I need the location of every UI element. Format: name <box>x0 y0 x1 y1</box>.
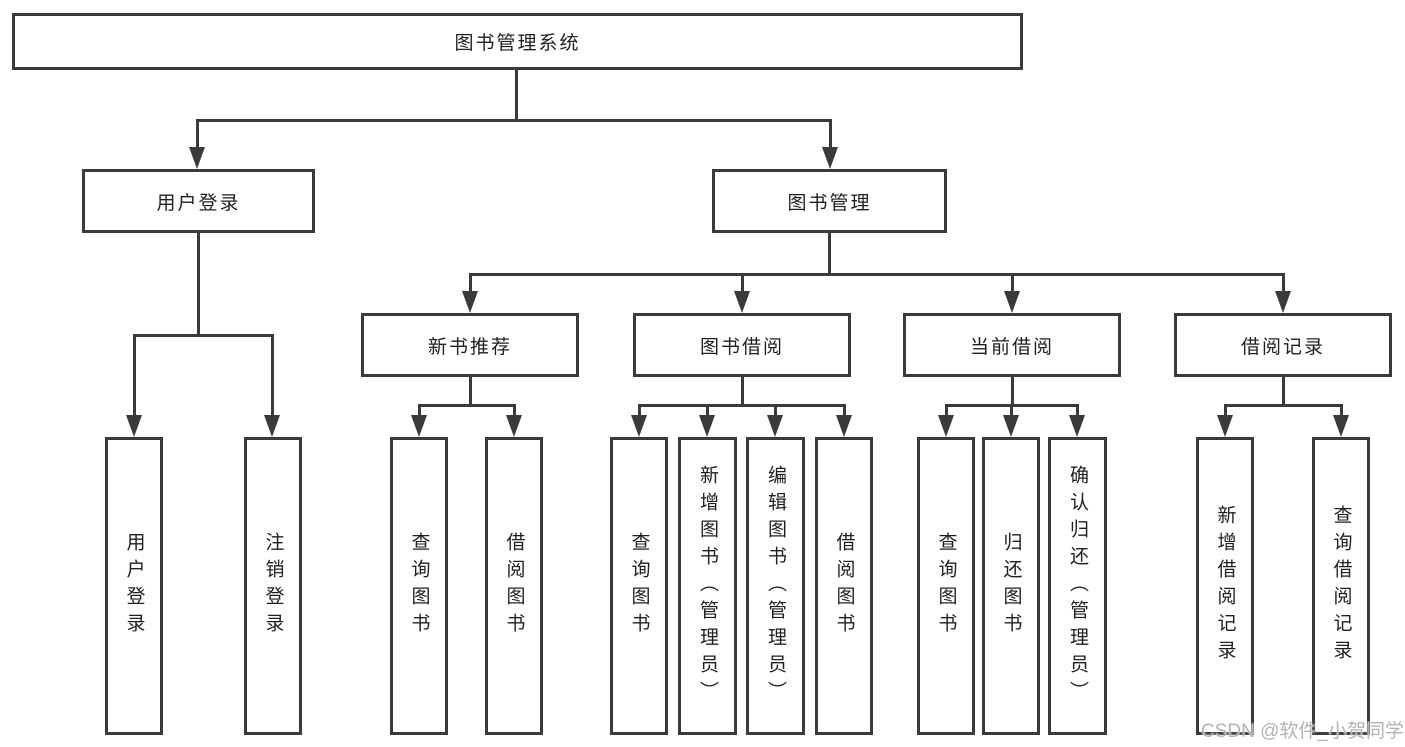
node-borrow-records-label: 借阅记录 <box>1240 336 1325 358</box>
node-book-management-label: 图书管理 <box>787 192 872 214</box>
arrow-down-icon <box>189 147 205 169</box>
connector-borrow-stub <box>741 377 744 406</box>
leaf-recommend-query-books: 查询图书 <box>390 437 448 735</box>
connector-bookmgmt-stub <box>828 233 831 274</box>
leaf-recommend-borrow-books-label: 借阅图书 <box>503 532 525 640</box>
connector-current-drop-3 <box>1076 404 1079 418</box>
connector-root-stub <box>515 70 518 120</box>
connector-records-drop-2 <box>1340 404 1343 418</box>
connector-userlogin-drop-2 <box>271 334 274 417</box>
connector-records-hbar <box>1224 404 1343 407</box>
arrow-down-icon <box>1275 291 1291 313</box>
arrow-down-icon <box>1333 415 1349 437</box>
connector-bookmgmt-drop-2 <box>741 273 744 293</box>
leaf-borrow-add-books-admin: 新增图书（管理员） <box>678 437 737 735</box>
arrow-down-icon <box>462 291 478 313</box>
arrow-down-icon <box>264 415 280 437</box>
leaf-current-confirm-return-admin-label: 确认归还（管理员） <box>1067 464 1088 708</box>
connector-userlogin-hbar <box>133 334 274 337</box>
arrow-down-icon <box>1217 415 1233 437</box>
leaf-user-login-label: 用户登录 <box>123 532 145 640</box>
leaf-recommend-query-books-label: 查询图书 <box>408 532 430 640</box>
connector-bookmgmt-drop-4 <box>1282 273 1285 293</box>
arrow-down-icon <box>938 415 954 437</box>
arrow-down-icon <box>836 415 852 437</box>
leaf-user-login: 用户登录 <box>105 437 163 735</box>
arrow-down-icon <box>822 147 838 169</box>
arrow-down-icon <box>734 291 750 313</box>
connector-bookmgmt-hbar <box>469 273 1285 276</box>
leaf-recommend-borrow-books: 借阅图书 <box>485 437 543 735</box>
connector-root-hbar <box>196 119 832 122</box>
connector-current-drop-2 <box>1010 404 1013 418</box>
connector-recommend-drop-1 <box>418 404 421 418</box>
node-user-login-label: 用户登录 <box>156 192 241 214</box>
node-user-login: 用户登录 <box>82 169 315 233</box>
connector-recommend-stub <box>469 377 472 406</box>
leaf-borrow-borrow-books-label: 借阅图书 <box>833 532 855 640</box>
connector-records-drop-1 <box>1224 404 1227 418</box>
arrow-down-icon <box>1004 291 1020 313</box>
leaf-current-return-books: 归还图书 <box>982 437 1040 735</box>
connector-recommend-drop-2 <box>513 404 516 418</box>
connector-userlogin-stub <box>197 233 200 335</box>
connector-current-stub <box>1011 377 1014 406</box>
connector-borrow-drop-2 <box>706 404 709 418</box>
node-borrow-records: 借阅记录 <box>1174 313 1392 377</box>
leaf-borrow-edit-books-admin: 编辑图书（管理员） <box>746 437 805 735</box>
arrow-down-icon <box>506 415 522 437</box>
arrow-down-icon <box>1069 415 1085 437</box>
leaf-records-query-record: 查询借阅记录 <box>1312 437 1370 735</box>
leaf-current-confirm-return-admin: 确认归还（管理员） <box>1048 437 1107 735</box>
node-new-book-recommend: 新书推荐 <box>361 313 579 377</box>
connector-borrow-drop-3 <box>774 404 777 418</box>
node-root-library-system: 图书管理系统 <box>12 13 1023 70</box>
node-book-borrow: 图书借阅 <box>633 313 851 377</box>
connector-current-drop-1 <box>945 404 948 418</box>
arrow-down-icon <box>411 415 427 437</box>
connector-bookmgmt-drop-1 <box>469 273 472 293</box>
connector-borrow-drop-4 <box>843 404 846 418</box>
leaf-borrow-query-books-label: 查询图书 <box>628 532 650 640</box>
node-root-label: 图书管理系统 <box>454 33 581 54</box>
node-current-borrow: 当前借阅 <box>903 313 1121 377</box>
leaf-current-return-books-label: 归还图书 <box>1000 532 1022 640</box>
connector-userlogin-drop-1 <box>133 334 136 417</box>
leaf-records-query-record-label: 查询借阅记录 <box>1330 505 1352 667</box>
node-current-borrow-label: 当前借阅 <box>969 336 1054 358</box>
arrow-down-icon <box>1003 415 1019 437</box>
csdn-watermark: CSDN @软件_小贺同学 <box>1201 721 1404 742</box>
leaf-records-add-record-label: 新增借阅记录 <box>1214 505 1236 667</box>
leaf-current-query-books-label: 查询图书 <box>935 532 957 640</box>
leaf-records-add-record: 新增借阅记录 <box>1196 437 1254 735</box>
connector-borrow-hbar <box>638 404 846 407</box>
leaf-logout: 注销登录 <box>244 437 302 735</box>
leaf-borrow-borrow-books: 借阅图书 <box>815 437 873 735</box>
connector-records-stub <box>1282 377 1285 406</box>
node-book-management: 图书管理 <box>712 169 947 233</box>
arrow-down-icon <box>767 415 783 437</box>
arrow-down-icon <box>699 415 715 437</box>
connector-bookmgmt-drop-3 <box>1011 273 1014 293</box>
connector-borrow-drop-1 <box>638 404 641 418</box>
connector-recommend-hbar <box>418 404 516 407</box>
leaf-current-query-books: 查询图书 <box>917 437 975 735</box>
arrow-down-icon <box>126 415 142 437</box>
connector-root-drop-right <box>829 119 832 149</box>
connector-root-drop-left <box>196 119 199 149</box>
arrow-down-icon <box>631 415 647 437</box>
leaf-logout-label: 注销登录 <box>262 532 284 640</box>
leaf-borrow-add-books-admin-label: 新增图书（管理员） <box>697 464 718 708</box>
node-new-book-recommend-label: 新书推荐 <box>427 336 512 358</box>
leaf-borrow-edit-books-admin-label: 编辑图书（管理员） <box>765 464 786 708</box>
leaf-borrow-query-books: 查询图书 <box>610 437 668 735</box>
node-book-borrow-label: 图书借阅 <box>699 336 784 358</box>
